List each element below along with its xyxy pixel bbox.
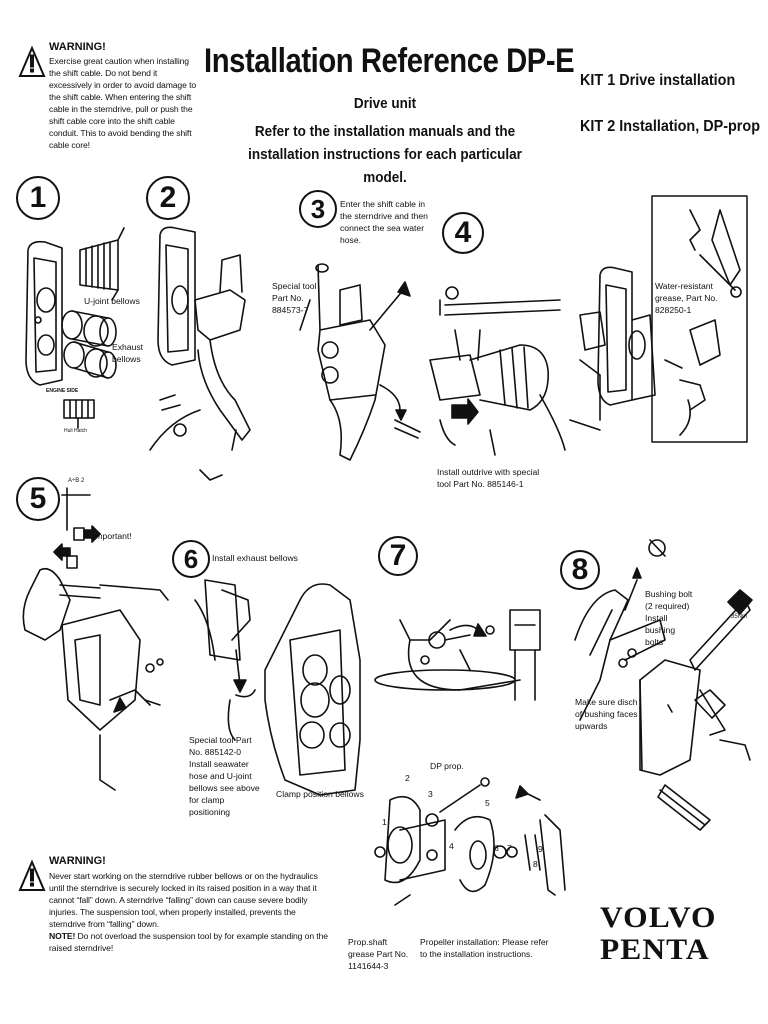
clamp-position-label: Clamp position bellows [276, 789, 364, 799]
page-subtitle: Drive unit [353, 95, 417, 112]
step-6-badge: 6 [172, 540, 210, 578]
step-4-badge: 4 [442, 212, 484, 254]
warning-top-text: Exercise great caution when installing t… [49, 56, 197, 150]
important-label: Important! [93, 531, 132, 541]
step3-instruction: Enter the shift cable in the sterndrive … [340, 199, 428, 245]
warning-triangle-icon [18, 45, 46, 77]
step3-illustration [299, 263, 421, 461]
ab-label: A÷B 2 [68, 478, 85, 484]
step7-illustration [374, 609, 541, 701]
part-number-4: 4 [449, 841, 454, 851]
special-tool-3-label: Special tool Part No. 884573-7 [272, 281, 317, 315]
page-title: Installation Reference DP-E [204, 42, 575, 80]
part-number-3: 3 [428, 789, 433, 799]
part-number-6: 6 [494, 843, 499, 853]
page-subtitle-instructions: Refer to the installation manuals and th… [248, 123, 522, 186]
kit-1-label: KIT 1 Drive installation [580, 72, 736, 89]
note-text: Do not overload the suspension tool by f… [49, 931, 328, 953]
part-number-9: 9 [538, 844, 543, 854]
step5-illustration [22, 487, 169, 791]
penta-logo-line2: PENTA [600, 933, 710, 966]
warning-triangle-icon [18, 859, 46, 891]
step1-illustration [25, 227, 125, 429]
engine-side-label: ENGINE SIDE [46, 388, 79, 394]
grease-label: Water-resistant grease, Part No. 828250-… [655, 281, 718, 315]
warning-bottom-note: NOTE! Do not overload the suspension too… [49, 930, 329, 954]
kit-2-label: KIT 2 Installation, DP-prop [580, 118, 761, 135]
step6-illustration [194, 579, 361, 796]
part-number-8: 8 [533, 859, 538, 869]
dp-prop-label: DP prop. [430, 761, 464, 771]
part-number-1: 1 [382, 817, 387, 827]
note-label: NOTE! [49, 931, 76, 941]
warning-bottom-text: Never start working on the sterndrive ru… [49, 871, 318, 929]
step-1-badge: 1 [16, 176, 60, 220]
step4-illustration [429, 286, 566, 456]
bushing-bolt-label: Bushing bolt (2 required) Install bushin… [645, 589, 693, 647]
warning-top-title: WARNING! [49, 41, 106, 53]
step-2-badge: 2 [146, 176, 190, 220]
part-number-7: 7 [507, 843, 512, 853]
exhaust-bellows-label: Exhaust bellows [112, 342, 144, 364]
dp-prop-illustration [374, 777, 566, 906]
volvo-logo-line1: VOLVO [600, 901, 717, 934]
torque-label: 35Nm [731, 614, 748, 620]
part-number-2: 2 [405, 773, 410, 783]
step4-drive [569, 266, 656, 431]
part-number-5: 5 [485, 798, 490, 808]
warning-bottom-title: WARNING! [49, 855, 106, 867]
step2-illustration [149, 226, 251, 481]
special-tool-6-label: Special tool Part No. 885142-0 Install s… [189, 735, 260, 817]
install-outdrive-label: Install outdrive with special tool Part … [437, 467, 540, 489]
step8-illustration [574, 539, 753, 831]
step-7-badge: 7 [378, 536, 418, 576]
prop-grease-label: Prop.shaft grease Part No. 1141644-3 [348, 937, 409, 971]
drive-side-label: Hull Hatch [64, 428, 88, 434]
install-exhaust-label: Install exhaust bellows [212, 553, 298, 563]
bushing-faces-label: Make sure disch of bushing faces upwards [575, 697, 638, 731]
prop-install-label: Propeller installation: Please refer to … [420, 937, 549, 959]
step-3-badge: 3 [299, 190, 337, 228]
step-8-badge: 8 [560, 550, 600, 590]
step-5-badge: 5 [16, 477, 60, 521]
ujoint-bellows-label: U-joint bellows [84, 296, 140, 306]
step4-inset [651, 195, 748, 443]
